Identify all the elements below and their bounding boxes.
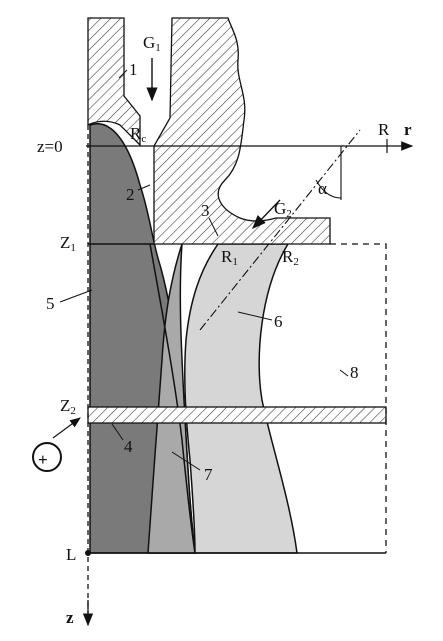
label-3: 3	[201, 201, 210, 220]
leader-8	[339, 369, 349, 377]
label-rc: Rc	[130, 124, 146, 145]
leader-5	[59, 289, 93, 303]
label-l: L	[66, 545, 76, 564]
region-boundary-curve	[149, 243, 196, 554]
label-plus: +	[38, 450, 48, 469]
label-8: 8	[350, 363, 359, 382]
leader-1	[118, 69, 128, 79]
label-z2: Z2	[60, 396, 76, 417]
region-6-light-zone	[184, 243, 298, 554]
label-alpha: α	[318, 179, 327, 198]
label-r-axis: r	[404, 120, 412, 139]
leader-6	[237, 311, 273, 321]
label-1: 1	[129, 60, 138, 79]
label-2: 2	[126, 185, 135, 204]
g2-arrow	[252, 199, 281, 230]
leader-2	[137, 184, 151, 191]
label-r2: R2	[282, 247, 299, 268]
plate-4	[87, 406, 387, 424]
label-4: 4	[124, 437, 133, 456]
region-8-boundary	[330, 243, 387, 553]
label-5: 5	[46, 294, 55, 313]
label-g2: G2	[274, 199, 292, 220]
label-z1: Z1	[60, 233, 76, 254]
label-g1: G1	[143, 33, 161, 54]
point-l-marker	[85, 550, 91, 556]
alpha-arc	[315, 179, 342, 199]
leader-4	[111, 423, 124, 441]
nozzle-2	[153, 17, 331, 245]
leader-7	[171, 451, 201, 471]
leader-3	[208, 217, 219, 237]
label-r-tick: R	[378, 120, 390, 139]
label-6: 6	[274, 312, 283, 331]
plus-symbol-circle	[32, 442, 62, 472]
electrode-1	[87, 17, 141, 147]
label-z0: z=0	[37, 137, 63, 156]
label-r1: R1	[221, 247, 238, 268]
plus-to-plate-arrow	[52, 417, 81, 439]
injection-axis-line	[199, 129, 361, 331]
label-z-axis: z	[66, 608, 74, 627]
label-7: 7	[204, 465, 213, 484]
